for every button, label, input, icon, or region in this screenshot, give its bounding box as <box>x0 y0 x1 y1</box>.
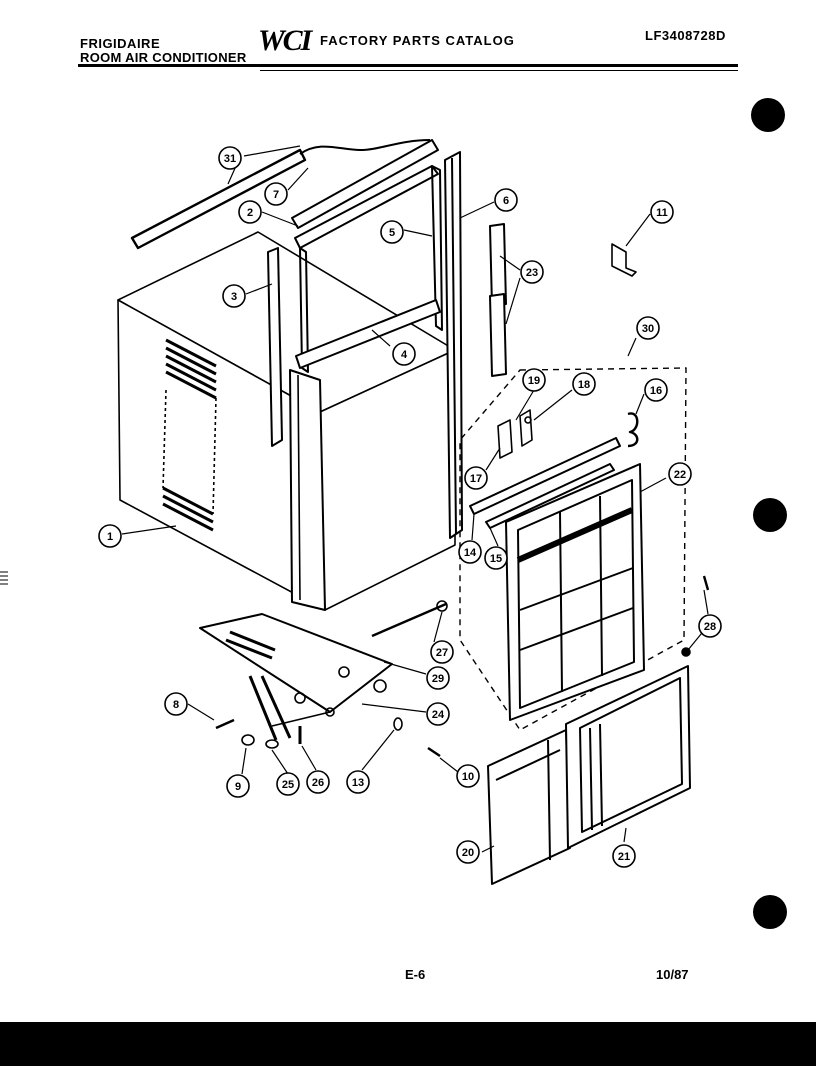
callout-3: 3 <box>222 284 246 308</box>
callout-5: 5 <box>380 220 404 244</box>
callout-9: 9 <box>226 774 250 798</box>
callout-13: 13 <box>346 770 370 794</box>
callout-15: 15 <box>484 546 508 570</box>
callout-10: 10 <box>456 764 480 788</box>
svg-text:16: 16 <box>650 385 662 397</box>
callout-18: 19 <box>522 368 546 392</box>
svg-text:21: 21 <box>618 851 630 863</box>
wci-logo: WCI <box>258 24 312 57</box>
callout-20: 20 <box>456 840 480 864</box>
callout-7: 7 <box>264 182 288 206</box>
callout-17: 17 <box>464 466 488 490</box>
svg-text:1: 1 <box>107 531 113 543</box>
callout-21: 21 <box>612 844 636 868</box>
svg-text:7: 7 <box>273 189 279 201</box>
svg-text:9: 9 <box>235 781 241 793</box>
svg-text:23: 23 <box>526 267 538 279</box>
callout-1: 1 <box>98 524 122 548</box>
svg-text:26: 26 <box>312 777 324 789</box>
callout-28: 28 <box>698 614 722 638</box>
svg-text:28: 28 <box>704 621 716 633</box>
callout-24: 24 <box>426 702 450 726</box>
svg-text:5: 5 <box>389 227 395 239</box>
callout-26: 26 <box>306 770 330 794</box>
callout-22: 22 <box>668 462 692 486</box>
callout-6: 6 <box>494 188 518 212</box>
svg-text:13: 13 <box>352 777 364 789</box>
callout-16: 16 <box>644 378 668 402</box>
callout-27: 27 <box>430 640 454 664</box>
header-rule <box>78 64 738 67</box>
base-pan-drawing <box>199 600 448 741</box>
callout-2: 2 <box>238 200 262 224</box>
callout-23: 23 <box>520 260 544 284</box>
svg-text:31: 31 <box>224 153 236 165</box>
header-rule-thin <box>260 70 738 71</box>
svg-text:27: 27 <box>436 647 448 659</box>
svg-text:8: 8 <box>173 699 179 711</box>
binder-hole <box>751 98 785 132</box>
side-panel-drawing <box>469 437 645 721</box>
brand-name: FRIGIDAIRE <box>80 36 161 51</box>
leader-lines <box>121 145 709 853</box>
callout-11: 11 <box>650 200 674 224</box>
callout-14: 14 <box>458 540 482 564</box>
svg-text:2: 2 <box>247 207 253 219</box>
panels-drawing <box>487 665 691 885</box>
svg-text:17: 17 <box>470 473 482 485</box>
catalog-date: 10/87 <box>656 967 689 982</box>
svg-text:18: 18 <box>578 379 590 391</box>
callout-4: 4 <box>392 342 416 366</box>
hardware-drawing <box>215 409 710 757</box>
svg-text:3: 3 <box>231 291 237 303</box>
callout-29: 29 <box>426 666 450 690</box>
svg-text:15: 15 <box>490 553 502 565</box>
catalog-title: FACTORY PARTS CATALOG <box>320 33 515 48</box>
model-number: LF3408728D <box>645 28 726 43</box>
svg-text:22: 22 <box>674 469 686 481</box>
callout-8: 8 <box>164 692 188 716</box>
svg-text:14: 14 <box>464 547 477 559</box>
svg-text:25: 25 <box>282 779 294 791</box>
svg-text:24: 24 <box>432 709 445 721</box>
cabinet-drawing <box>117 231 456 611</box>
scan-border <box>0 1022 816 1066</box>
svg-text:30: 30 <box>642 323 654 335</box>
svg-text:10: 10 <box>462 771 474 783</box>
svg-text:19: 19 <box>528 375 540 387</box>
svg-text:29: 29 <box>432 673 444 685</box>
svg-text:4: 4 <box>401 349 408 361</box>
binder-hole <box>753 498 787 532</box>
binder-hole <box>753 895 787 929</box>
page-number: E-6 <box>405 967 426 982</box>
svg-text:6: 6 <box>503 195 509 207</box>
frame-drawing <box>130 139 507 539</box>
product-name: ROOM AIR CONDITIONER <box>80 50 247 65</box>
svg-text:11: 11 <box>656 207 668 219</box>
callout-19: 18 <box>572 372 596 396</box>
callout-25: 25 <box>276 772 300 796</box>
callout-31: 31 <box>218 146 242 170</box>
callout-30: 30 <box>636 316 660 340</box>
svg-text:20: 20 <box>462 847 474 859</box>
